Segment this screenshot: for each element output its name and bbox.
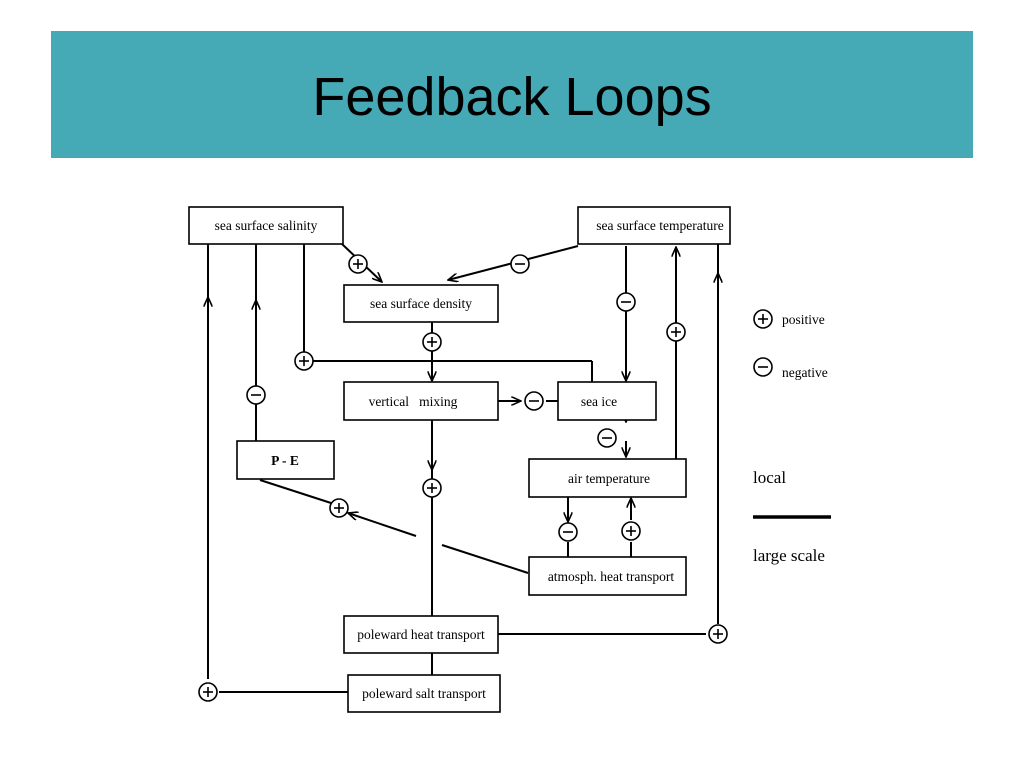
vertical-mixing-label: vertical mixing <box>369 394 458 409</box>
poleward-salt-transport-label: poleward salt transport <box>362 686 486 701</box>
legend-positive-label: positive <box>782 312 825 327</box>
box-sea-ice: sea ice <box>557 381 657 421</box>
box-poleward-salt-transport: poleward salt transport <box>347 674 501 713</box>
positive-sign <box>422 332 442 352</box>
sea-surface-temperature-label: sea surface temperature <box>596 218 723 233</box>
legend-positive-icon <box>753 309 773 329</box>
legend-negative-icon <box>753 357 773 377</box>
legend-local-label: local <box>753 468 786 487</box>
box-sea-surface-density: sea surface density <box>343 284 499 323</box>
box-vertical-mixing: vertical mixing <box>343 381 499 421</box>
legend-large-scale-label: large scale <box>753 546 825 565</box>
positive-sign <box>348 254 368 274</box>
positive-sign <box>422 478 442 498</box>
box-sea-surface-temperature: sea surface temperature <box>577 206 731 245</box>
p-e-label: P - E <box>271 453 299 468</box>
box-sea-surface-salinity: sea surface salinity <box>188 206 344 245</box>
sea-surface-density-label: sea surface density <box>370 296 472 311</box>
box-poleward-heat-transport: poleward heat transport <box>343 615 499 654</box>
positive-sign <box>666 322 686 342</box>
negative-sign <box>246 385 266 405</box>
negative-sign <box>510 254 530 274</box>
positive-sign <box>621 521 641 541</box>
positive-sign <box>708 624 728 644</box>
positive-sign <box>329 498 349 518</box>
negative-sign <box>616 292 636 312</box>
negative-sign <box>524 391 544 411</box>
poleward-heat-transport-label: poleward heat transport <box>357 627 485 642</box>
legend: positive negative local large scale <box>753 309 831 565</box>
positive-sign <box>294 351 314 371</box>
slide-title: Feedback Loops <box>312 67 712 127</box>
positive-sign <box>198 682 218 702</box>
negative-sign <box>558 522 578 542</box>
atmospheric-heat-transport-label: atmosph. heat transport <box>548 569 675 584</box>
box-air-temperature: air temperature <box>528 458 687 498</box>
sea-ice-label: sea ice <box>581 394 617 409</box>
title-banner: Feedback Loops <box>51 31 973 158</box>
negative-sign <box>597 428 617 448</box>
legend-negative-label: negative <box>782 365 828 380</box>
air-temperature-label: air temperature <box>568 471 650 486</box>
sea-surface-salinity-label: sea surface salinity <box>215 218 318 233</box>
box-p-e: P - E <box>236 440 335 480</box>
box-atmospheric-heat-transport: atmosph. heat transport <box>528 556 687 596</box>
